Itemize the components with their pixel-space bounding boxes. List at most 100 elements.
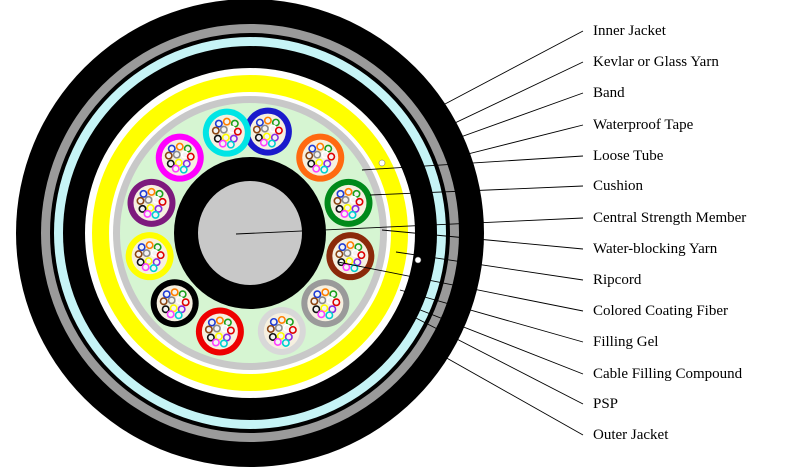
colored-coating-fiber xyxy=(215,316,224,325)
label-inner-jacket: Inner Jacket xyxy=(593,23,666,39)
label-colored-coating-fiber: Colored Coating Fiber xyxy=(593,303,728,319)
colored-coating-fiber xyxy=(158,197,167,206)
colored-coating-fiber xyxy=(181,298,190,307)
leader-line xyxy=(451,124,584,159)
colored-coating-fiber xyxy=(233,127,242,136)
colored-coating-fiber xyxy=(270,133,279,142)
ripcord xyxy=(414,256,422,264)
colored-coating-fiber xyxy=(352,189,361,198)
colored-coating-fiber xyxy=(344,187,353,196)
colored-coating-fiber xyxy=(162,290,171,299)
label-filling-gel: Filling Gel xyxy=(593,334,659,350)
colored-coating-fiber xyxy=(274,126,283,135)
colored-coating-fiber xyxy=(147,187,156,196)
colored-coating-fiber xyxy=(136,196,145,205)
colored-coating-fiber xyxy=(142,249,151,258)
colored-coating-fiber xyxy=(274,323,283,332)
colored-coating-fiber xyxy=(341,195,350,204)
colored-coating-fiber xyxy=(226,140,235,149)
colored-coating-fiber xyxy=(226,326,235,335)
colored-coating-fiber xyxy=(284,332,293,341)
colored-coating-fiber xyxy=(207,318,216,327)
colored-coating-fiber xyxy=(144,195,153,204)
colored-coating-fiber xyxy=(335,250,344,259)
loose-tube xyxy=(127,178,176,227)
colored-coating-fiber xyxy=(222,333,231,342)
colored-coating-fiber xyxy=(170,288,179,297)
colored-coating-fiber xyxy=(206,333,215,342)
colored-coating-fiber xyxy=(179,165,188,174)
colored-coating-fiber xyxy=(324,144,333,153)
colored-coating-fiber xyxy=(221,133,230,142)
loose-tube xyxy=(125,232,174,281)
loose-tube xyxy=(326,232,375,281)
colored-coating-fiber xyxy=(273,337,282,346)
label-water-blocking-yarn: Water-blocking Yarn xyxy=(593,241,718,257)
colored-coating-fiber xyxy=(166,159,175,168)
colored-coating-fiber xyxy=(307,159,316,168)
leader-line xyxy=(235,217,584,235)
colored-coating-fiber xyxy=(182,159,191,168)
colored-coating-fiber xyxy=(310,297,319,306)
loose-tube xyxy=(195,307,244,356)
colored-coating-fiber xyxy=(317,310,326,319)
colored-coating-fiber xyxy=(219,125,228,134)
colored-coating-fiber xyxy=(156,251,165,260)
colored-coating-fiber xyxy=(313,150,322,159)
colored-coating-fiber xyxy=(167,144,176,153)
loose-tube xyxy=(155,133,204,182)
colored-coating-fiber xyxy=(263,116,272,125)
colored-coating-fiber xyxy=(327,152,336,161)
colored-coating-fiber xyxy=(213,134,222,143)
leader-line xyxy=(437,61,584,132)
loose-tube xyxy=(257,306,306,355)
leader-line xyxy=(411,315,584,405)
leader-line xyxy=(361,155,584,171)
leader-line xyxy=(399,289,584,343)
colored-coating-fiber xyxy=(214,332,223,341)
colored-coating-fiber xyxy=(138,204,147,213)
colored-coating-fiber xyxy=(281,338,290,347)
colored-coating-fiber xyxy=(315,158,324,167)
colored-coating-fiber xyxy=(134,250,143,259)
colored-coating-fiber xyxy=(175,142,184,151)
colored-coating-fiber xyxy=(229,134,238,143)
colored-coating-fiber xyxy=(320,304,329,313)
colored-coating-fiber xyxy=(325,311,334,320)
colored-coating-fiber xyxy=(262,132,271,141)
colored-coating-fiber xyxy=(255,118,264,127)
colored-coating-fiber xyxy=(318,296,327,305)
colored-coating-fiber xyxy=(321,288,330,297)
colored-coating-fiber xyxy=(353,258,362,267)
colored-coating-fiber xyxy=(333,196,342,205)
label-loose-tube: Loose Tube xyxy=(593,148,664,164)
colored-coating-fiber xyxy=(167,296,176,305)
colored-coating-fiber xyxy=(230,119,239,128)
label-central-strength-member: Central Strength Member xyxy=(593,210,747,226)
colored-coating-fiber xyxy=(260,124,269,133)
colored-coating-fiber xyxy=(211,338,220,347)
colored-coating-fiber xyxy=(328,305,337,314)
colored-coating-fiber xyxy=(169,304,178,313)
loose-tube xyxy=(296,133,345,182)
loose-tube xyxy=(202,108,251,157)
colored-coating-fiber xyxy=(357,251,366,260)
colored-coating-fiber xyxy=(177,305,186,314)
colored-coating-fiber xyxy=(214,119,223,128)
colored-coating-fiber xyxy=(219,339,228,348)
colored-coating-fiber xyxy=(313,290,322,299)
colored-coating-fiber xyxy=(277,315,286,324)
colored-coating-fiber xyxy=(149,264,158,273)
colored-coating-fiber xyxy=(329,290,338,299)
loose-tube xyxy=(301,279,350,328)
colored-coating-fiber xyxy=(212,324,221,333)
colored-coating-fiber xyxy=(348,210,357,219)
colored-coating-fiber xyxy=(186,152,195,161)
colored-coating-fiber xyxy=(305,151,314,160)
colored-coating-fiber xyxy=(139,189,148,198)
colored-coating-fiber xyxy=(335,204,344,213)
colored-coating-fiber xyxy=(174,158,183,167)
colored-coating-fiber xyxy=(144,257,153,266)
colored-coating-fiber xyxy=(183,144,192,153)
